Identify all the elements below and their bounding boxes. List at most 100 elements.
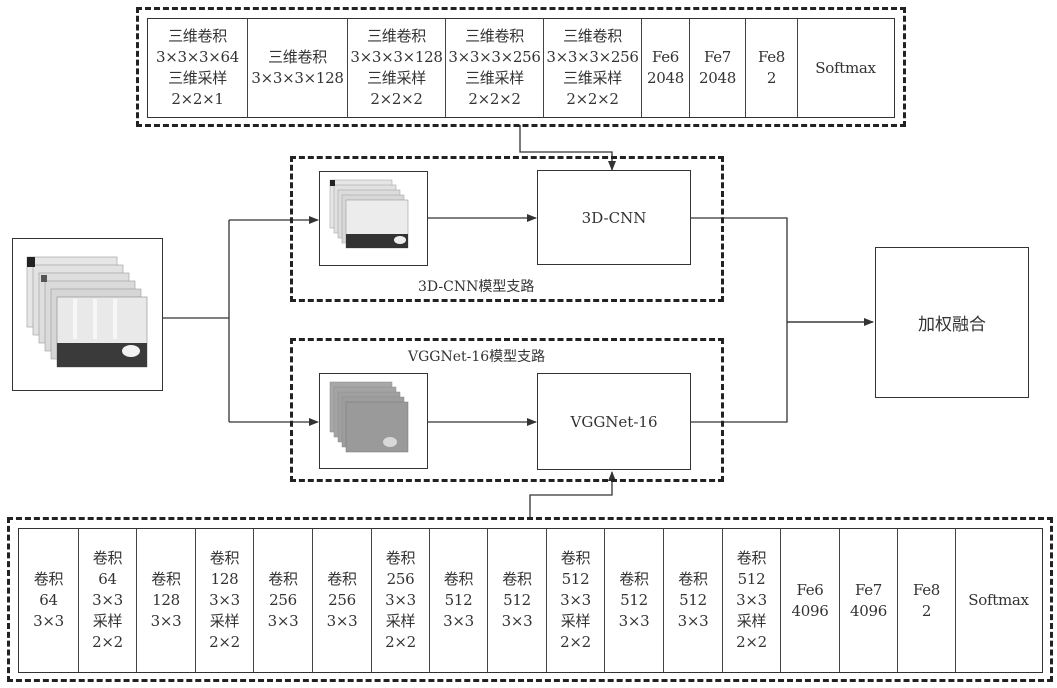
layer-cell: 三维卷积 3×3×3×128 三维采样 2×2×2 [348, 19, 446, 117]
layer-cell-line: 三维卷积 [563, 27, 622, 45]
layer-cell-line: 256 [328, 591, 356, 609]
layer-cell-line: 3×3 [677, 612, 709, 630]
layer-cell: Fe7 4096 [840, 529, 898, 672]
layer-cell: 三维卷积 3×3×3×128 [248, 19, 348, 117]
layer-cell-line: 256 [269, 591, 297, 609]
layer-cell-line: 3×3 [326, 612, 358, 630]
layer-cell-line: Fe8 [757, 48, 786, 66]
layer-cell-line: 3×3 [736, 591, 767, 609]
layer-cell-line: 三维卷积 [465, 27, 524, 45]
input-connector [163, 220, 230, 422]
layer-cell-line: 4096 [791, 601, 829, 620]
3dcnn-model-box: 3D-CNN [537, 170, 691, 265]
layer-cell-line: 64 [39, 591, 58, 609]
top-link [519, 125, 616, 171]
layer-cell-line: 4096 [850, 601, 887, 620]
layer-cell-line: 3×3 [443, 612, 474, 630]
layer-cell-line: 卷积 [151, 570, 181, 588]
bottom-link [529, 471, 616, 518]
layer-cell-line: 2×2×2 [566, 90, 619, 108]
layer-cell-line: 2048 [699, 69, 736, 87]
layer-cell-line: 3×3 [618, 612, 650, 630]
layer-cell-line: 三维采样 [168, 69, 227, 87]
layer-cell-line: 64 [98, 570, 117, 588]
layer-cell-line: 卷积 [33, 570, 64, 588]
layer-cell-line: 卷积 [619, 570, 649, 588]
layer-cell-line: Softmax [968, 591, 1029, 609]
vgg-model-label: VGGNet-16 [570, 412, 658, 431]
layer-cell-line: 3×3 [560, 591, 591, 609]
layer-cell-line: 三维卷积 [268, 48, 327, 66]
3dcnn-branch [290, 156, 724, 302]
layer-cell-line: 2 [921, 601, 932, 620]
layer-cell-line: 三维卷积 [367, 27, 426, 45]
layer-cell-line: 512 [679, 591, 707, 609]
vgg-input-thumbnail [319, 373, 428, 469]
layer-cell-line: 卷积 [678, 570, 708, 588]
layer-cell: 三维卷积 3×3×3×64 三维采样 2×2×1 [148, 19, 248, 117]
layer-cell-line: Fe7 [854, 580, 883, 599]
video-frames-thumbnail [329, 179, 409, 249]
layer-cell-line: 3×3×3×128 [251, 69, 344, 87]
layer-cell-line: 128 [210, 570, 239, 588]
layer-cell-line: 3×3 [92, 591, 123, 609]
layer-cell-line: 512 [444, 591, 473, 609]
layer-cell-line: 512 [561, 570, 590, 588]
layer-cell-line: 2×2×1 [171, 90, 224, 108]
layer-cell-line: 2×2 [736, 633, 767, 651]
layer-cell-line: 3×3 [209, 591, 240, 609]
vgg-branch [290, 338, 724, 482]
layer-cell-line: 2×2 [209, 633, 240, 651]
layer-cell: Fe7 2048 [690, 19, 746, 117]
fusion-label: 加权融合 [918, 315, 986, 335]
3dcnn-layer-table: 三维卷积 3×3×3×64 三维采样 2×2×1 三维卷积 3×3×3×128 三维卷积 3×… [147, 18, 895, 118]
layer-cell: 卷积 512 3×3 [664, 529, 723, 672]
layer-cell-line: 三维采样 [465, 69, 524, 87]
layer-cell-line: 三维采样 [563, 69, 622, 87]
layer-cell-line: 三维卷积 [168, 27, 227, 45]
layer-cell-line: 3×3 [385, 591, 416, 609]
layer-cell-line: 2048 [647, 69, 684, 87]
input-video-frame-box [12, 238, 163, 391]
layer-cell-line: 卷积 [327, 570, 357, 588]
layer-cell-line: 卷积 [385, 549, 416, 567]
layer-cell: 卷积 128 3×3 采样 2×2 [196, 529, 254, 672]
layer-cell-line: 2×2×2 [370, 90, 423, 108]
layer-cell-line: 512 [503, 591, 531, 609]
layer-cell-line: 三维采样 [367, 69, 426, 87]
layer-cell-line: 卷积 [502, 570, 532, 588]
layer-cell: 卷积 256 3×3 [313, 529, 372, 672]
layer-cell-line: 采样 [560, 612, 591, 630]
optical-flow-thumbnail [329, 381, 409, 453]
bottom-panel [7, 517, 1053, 682]
layer-cell-line: 3×3×3×64 [155, 48, 240, 66]
layer-cell: Softmax [956, 529, 1041, 672]
layer-cell-line: 3×3×3×256 [448, 48, 541, 66]
layer-cell-line: 3×3×3×128 [350, 48, 443, 66]
layer-cell-line: 采样 [209, 612, 240, 630]
layer-cell: Softmax [798, 19, 893, 117]
layer-cell-line: 卷积 [209, 549, 240, 567]
layer-cell-line: 256 [386, 570, 415, 588]
layer-cell-line: 采样 [385, 612, 416, 630]
layer-cell-line: Fe7 [703, 48, 732, 66]
layer-cell-line: 卷积 [268, 570, 298, 588]
layer-cell: 卷积 512 3×3 [605, 529, 664, 672]
layer-cell-line: 512 [620, 591, 648, 609]
